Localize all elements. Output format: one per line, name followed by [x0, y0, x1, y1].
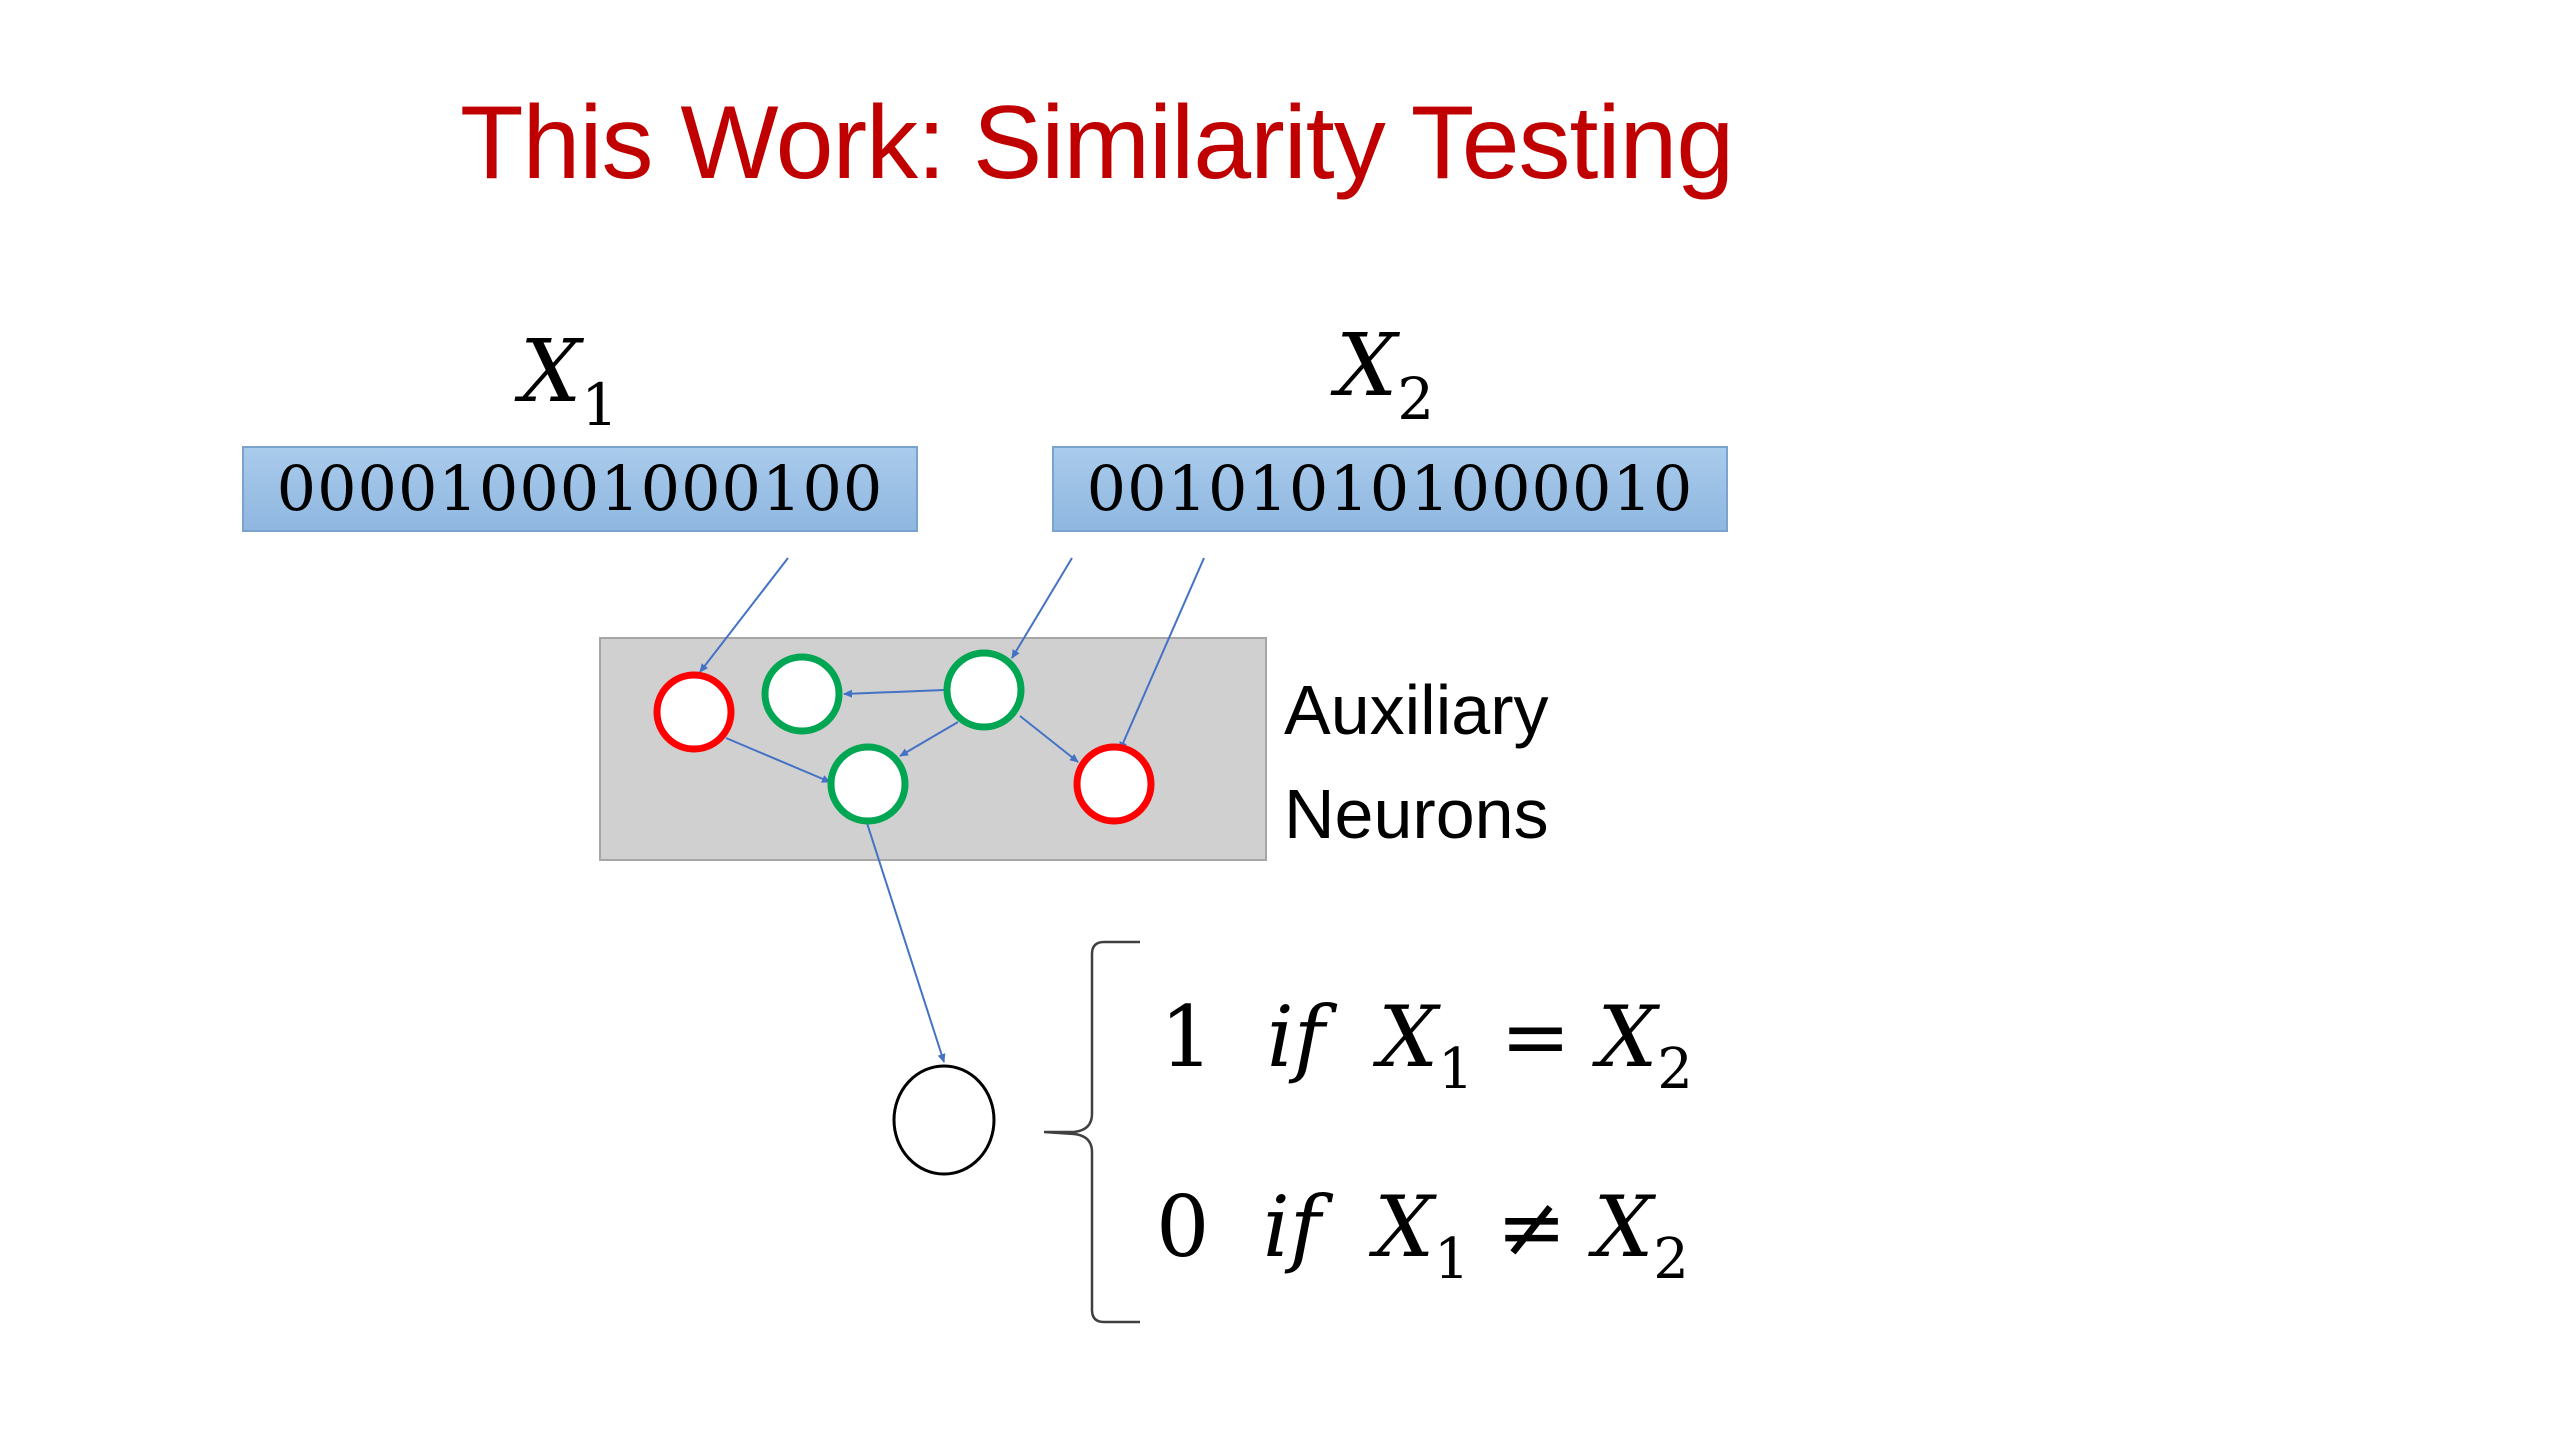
arrow-red-to-green-bottom: [725, 737, 831, 783]
input-label-x1: X1: [520, 322, 618, 439]
case-equal-rhs-sub: 2: [1657, 1037, 1693, 1102]
arrow-x2-to-green-neuron: [1011, 557, 1073, 659]
auxiliary-neurons-label: Auxiliary Neurons: [1284, 658, 1549, 866]
input-label-x2-var: X: [1336, 316, 1398, 416]
neuron-green-top-left: [761, 653, 843, 735]
arrow-x2-to-red-neuron: [1119, 557, 1205, 751]
arrow-to-output-neuron: [865, 819, 946, 1063]
case-not-equal-if: if: [1262, 1178, 1321, 1276]
auxiliary-neurons-box: [599, 637, 1267, 861]
output-neuron: [892, 1064, 996, 1176]
case-equal: 1 if X1 = X2: [1160, 988, 1693, 1102]
case-equal-rhs: X: [1597, 988, 1658, 1086]
case-not-equal-lhs: X: [1374, 1178, 1435, 1276]
input-label-x1-sub: 1: [581, 371, 619, 439]
case-not-equal-rhs: X: [1593, 1178, 1654, 1276]
input-label-x2-sub: 2: [1397, 365, 1435, 433]
case-not-equal-op: ≠: [1496, 1178, 1567, 1276]
neuron-green-bottom: [827, 743, 909, 825]
case-not-equal: 0 if X1 ≠ X2: [1156, 1178, 1689, 1292]
neuron-red-right: [1073, 743, 1155, 825]
bitstring-x2: 001010101000010: [1052, 446, 1728, 532]
case-equal-op: =: [1500, 988, 1571, 1086]
input-label-x1-var: X: [520, 322, 582, 422]
arrow-x1-to-red-neuron: [699, 557, 789, 673]
cases-brace: [1043, 940, 1140, 1324]
arrow-green-to-red-right: [1019, 715, 1079, 763]
slide-title: This Work: Similarity Testing: [460, 85, 1734, 201]
case-not-equal-rhs-sub: 2: [1653, 1227, 1689, 1292]
neuron-red-left: [653, 671, 735, 753]
auxiliary-label-line2: Neurons: [1284, 775, 1549, 853]
case-equal-lhs: X: [1378, 988, 1439, 1086]
case-not-equal-lhs-sub: 1: [1434, 1227, 1470, 1292]
case-equal-value: 1: [1160, 988, 1214, 1086]
case-not-equal-value: 0: [1156, 1178, 1210, 1276]
input-label-x2: X2: [1336, 316, 1434, 433]
neuron-green-top-right: [943, 649, 1025, 731]
bitstring-x1: 000010001000100: [242, 446, 918, 532]
case-equal-if: if: [1266, 988, 1325, 1086]
arrow-green-to-green-bottom: [899, 721, 959, 757]
arrow-green-to-green-left: [843, 689, 945, 698]
case-equal-lhs-sub: 1: [1438, 1037, 1474, 1102]
auxiliary-label-line1: Auxiliary: [1284, 671, 1549, 749]
